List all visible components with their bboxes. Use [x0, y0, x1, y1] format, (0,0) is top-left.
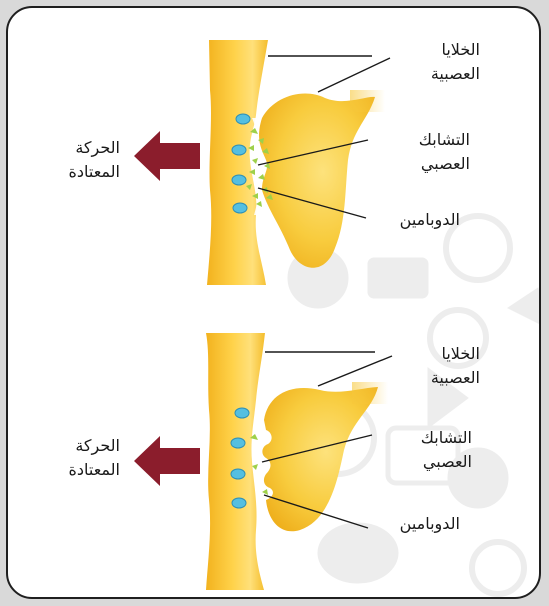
panel-reduced	[134, 333, 392, 590]
label-line: الخلايا	[380, 342, 480, 366]
label-nerve-cells: الخلايا العصبية	[380, 342, 480, 390]
label-line: المعتادة	[20, 458, 120, 482]
label-synapse: التشابك العصبي	[372, 426, 472, 474]
label-line: التشابك	[372, 426, 472, 450]
label-nerve-cells: الخلايا العصبية	[380, 38, 480, 86]
presynaptic-terminal	[262, 387, 378, 531]
postsynaptic-neuron	[206, 333, 265, 590]
receptor-icon	[235, 408, 249, 418]
label-line: الدوبامين	[360, 512, 460, 536]
label-usual-movement: الحركة المعتادة	[20, 136, 120, 184]
receptor-icon	[232, 145, 246, 155]
postsynaptic-neuron	[207, 40, 268, 285]
label-line: العصبي	[370, 152, 470, 176]
movement-arrow	[134, 131, 200, 181]
label-line: العصبي	[372, 450, 472, 474]
receptor-icon	[231, 469, 245, 479]
label-line: العصبية	[380, 366, 480, 390]
label-line: الدوبامين	[360, 208, 460, 232]
label-line: العصبية	[380, 62, 480, 86]
label-line: التشابك	[370, 128, 470, 152]
label-usual-movement: الحركة المعتادة	[20, 434, 120, 482]
label-line: المعتادة	[20, 160, 120, 184]
label-line: الحركة	[20, 434, 120, 458]
panel-normal	[134, 40, 390, 285]
receptor-icon	[231, 438, 245, 448]
label-line: الحركة	[20, 136, 120, 160]
label-dopamine: الدوبامين	[360, 512, 460, 536]
receptor-icon	[232, 175, 246, 185]
label-synapse: التشابك العصبي	[370, 128, 470, 176]
label-dopamine: الدوبامين	[360, 208, 460, 232]
receptor-icon	[232, 498, 246, 508]
receptor-icon	[233, 203, 247, 213]
movement-arrow	[134, 436, 200, 486]
receptor-icon	[236, 114, 250, 124]
label-line: الخلايا	[380, 38, 480, 62]
presynaptic-terminal	[259, 94, 375, 268]
